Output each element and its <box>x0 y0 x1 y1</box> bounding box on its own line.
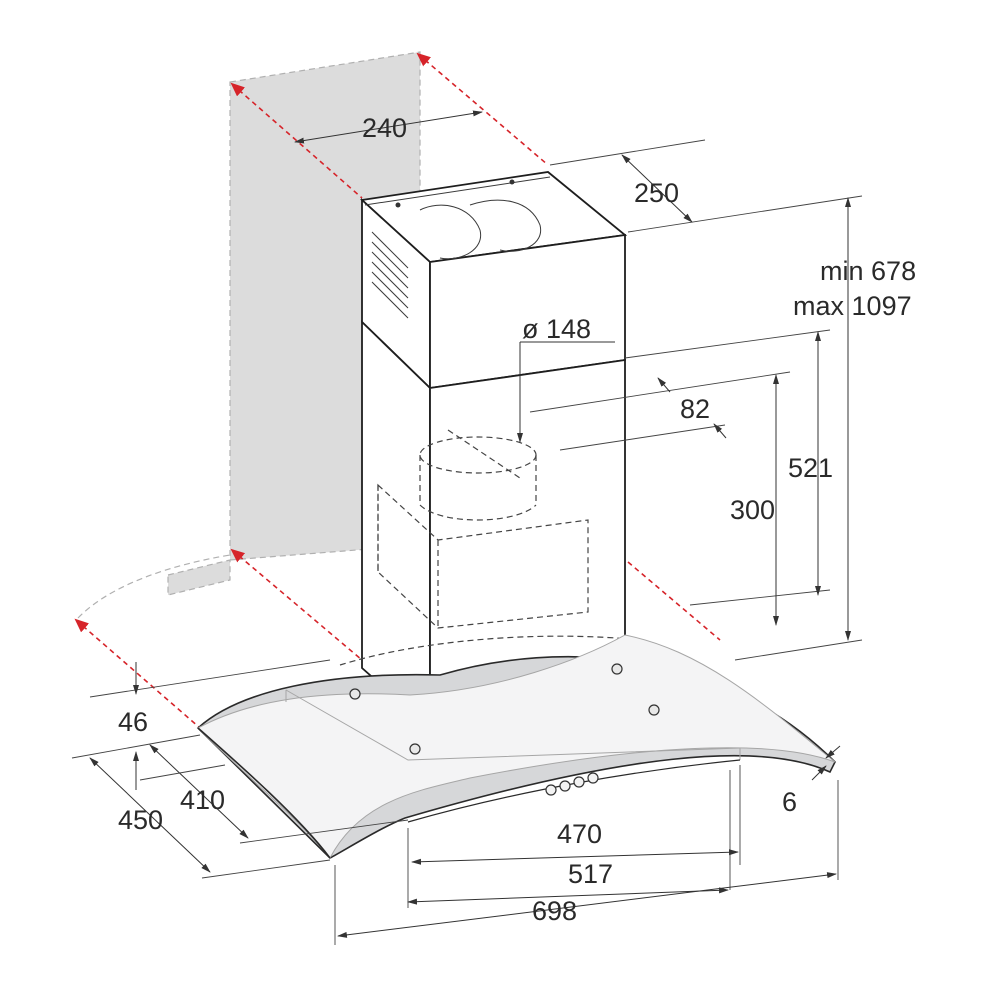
diameter-label: ø 148 <box>522 314 591 344</box>
screw-icon <box>349 688 361 700</box>
knob-icon <box>573 776 585 788</box>
extension-lines <box>71 139 863 945</box>
screw-icon <box>611 663 623 675</box>
dim-450-label: 450 <box>118 805 163 835</box>
dim-min-label: min 678 <box>820 256 916 286</box>
knob-icon <box>559 780 571 792</box>
screw-icon <box>409 743 421 755</box>
glass-canopy <box>196 634 836 859</box>
motor-unit <box>359 171 628 391</box>
wall-edge-markers <box>74 52 721 729</box>
dim-470-label: 470 <box>557 819 602 849</box>
dim-46-label: 46 <box>118 707 148 737</box>
dim-82-label: 82 <box>680 394 710 424</box>
dim-250-label: 250 <box>634 178 679 208</box>
control-knobs <box>545 772 599 796</box>
vent-grille-icon <box>371 231 409 319</box>
knob-icon <box>587 772 599 784</box>
dim-521-label: 521 <box>788 453 833 483</box>
dim-698-label: 698 <box>532 896 577 926</box>
dim-410-label: 410 <box>180 785 225 815</box>
hidden-outlet <box>339 429 641 666</box>
dim-517-label: 517 <box>568 859 613 889</box>
blower-icon <box>364 176 551 260</box>
dim-max-label: max 1097 <box>793 291 912 321</box>
dimension-lines <box>89 110 851 938</box>
dim-300-label: 300 <box>730 495 775 525</box>
dim-240-label: 240 <box>362 113 407 143</box>
dimension-labels: 240 250 min 678 max 1097 ø 148 82 521 30… <box>118 113 916 926</box>
knob-icon <box>545 784 557 796</box>
screw-icon <box>648 704 660 716</box>
dim-6-label: 6 <box>782 787 797 817</box>
